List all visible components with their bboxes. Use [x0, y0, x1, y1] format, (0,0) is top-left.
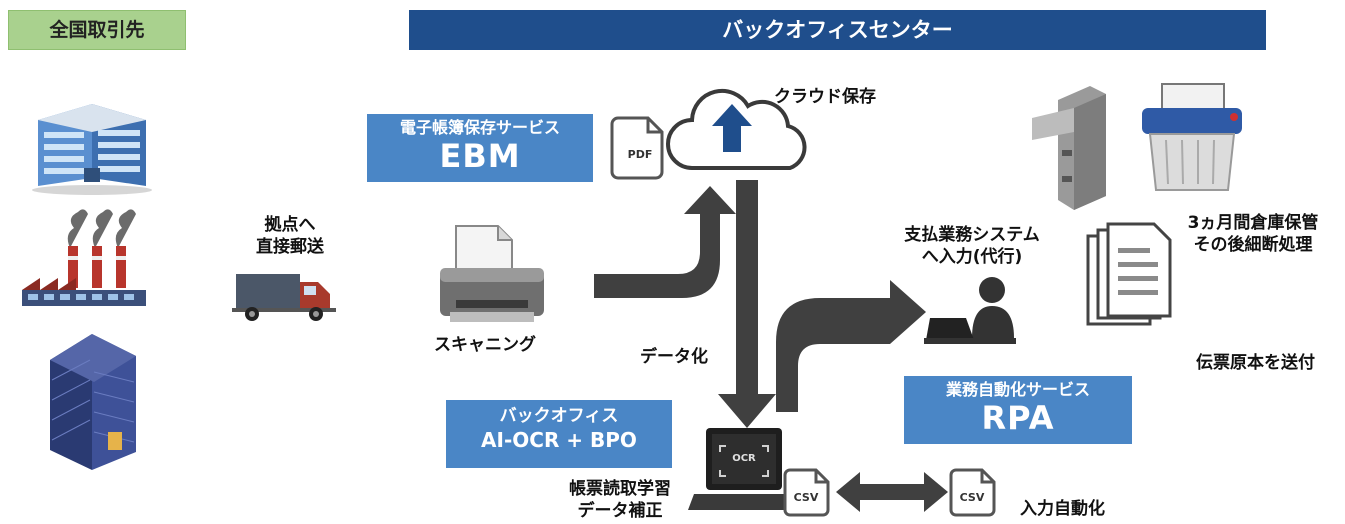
input-automation-label: 入力自動化	[1020, 499, 1105, 519]
cloud-to-laptop-arrow	[718, 180, 776, 428]
send-originals-label: 伝票原本を送付	[1196, 353, 1315, 373]
scanning-label: スキャニング	[434, 335, 536, 355]
truck-icon	[232, 274, 336, 321]
factory-icon	[22, 209, 146, 306]
ocr-label: OCR	[732, 453, 756, 464]
document-stack-icon	[1086, 222, 1172, 326]
ship-to-site-line1: 拠点へ	[264, 215, 316, 235]
pdf-file-icon	[610, 116, 664, 180]
form-learning-label: 帳票読取学習 データ補正	[552, 478, 688, 522]
ocr-line1: バックオフィス	[499, 406, 619, 426]
tower-building-icon	[50, 334, 136, 470]
shredder-icon	[1142, 83, 1242, 191]
cloud-storage-label: クラウド保存	[774, 87, 876, 107]
csv-label-left: CSV	[793, 491, 819, 504]
csv-file-icon-left	[783, 468, 830, 517]
scanner-printer-icon	[440, 225, 544, 322]
ebm-service-box: 電子帳簿保存サービス EBM	[367, 114, 593, 182]
ship-to-site-line2: 直接郵送	[256, 237, 324, 257]
ebm-name: EBM	[439, 137, 521, 175]
laptop-to-payment-arrow	[776, 280, 926, 412]
csv-label-right: CSV	[959, 491, 985, 504]
ebm-subtitle: 電子帳簿保存サービス	[399, 118, 560, 137]
ship-to-site-label: 拠点へ 直接郵送	[240, 214, 340, 258]
payment-system-label: 支払業務システム へ入力(代行)	[882, 224, 1062, 268]
back-office-center-banner: バックオフィスセンター	[409, 10, 1266, 50]
flow-arrows	[594, 180, 948, 512]
storage-disposal-line1: 3ヵ月間倉庫保管	[1187, 213, 1319, 233]
pdf-label: PDF	[627, 148, 653, 161]
rpa-service-box: 業務自動化サービス RPA	[904, 376, 1132, 444]
ocr-service-box: バックオフィス AI-OCR + BPO	[446, 400, 672, 468]
csv-file-icon-right	[949, 468, 996, 517]
partners-header: 全国取引先	[8, 10, 186, 50]
payment-system-line2: へ入力(代行)	[921, 247, 1023, 267]
ocr-line2: AI-OCR + BPO	[481, 428, 637, 452]
office-building-icon	[32, 104, 152, 195]
ocr-laptop-icon	[688, 428, 800, 510]
form-learning-line1: 帳票読取学習	[569, 479, 671, 499]
scan-to-cloud-arrow	[594, 186, 736, 298]
operator-icon	[924, 277, 1016, 344]
storage-disposal-label: 3ヵ月間倉庫保管 その後細断処理	[1168, 212, 1338, 256]
payment-system-line1: 支払業務システム	[904, 225, 1040, 245]
storage-disposal-line2: その後細断処理	[1193, 235, 1313, 255]
filing-cabinet-icon	[1032, 86, 1106, 210]
cloud-upload-icon	[666, 88, 807, 170]
csv-sync-arrow	[836, 472, 948, 512]
digitize-label: データ化	[640, 347, 708, 367]
rpa-subtitle: 業務自動化サービス	[945, 380, 1090, 399]
rpa-name: RPA	[981, 399, 1055, 437]
form-learning-line2: データ補正	[577, 501, 663, 521]
